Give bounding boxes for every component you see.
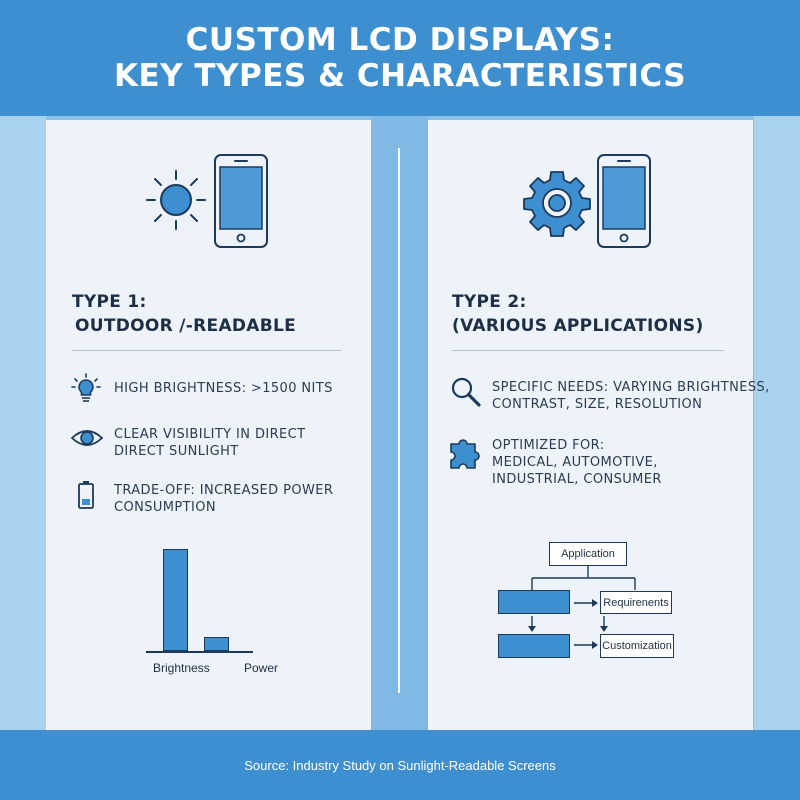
feature-visibility-line1: CLEAR VISIBILITY IN DIRECT [114, 427, 306, 442]
right-separator [452, 350, 724, 351]
type2-name: (VARIOUS APPLICATIONS) [452, 316, 704, 336]
header-banner: CUSTOM LCD DISPLAYS: KEY TYPES & CHARACT… [0, 0, 800, 116]
magnifier-icon [451, 377, 481, 407]
title-line-1: CUSTOM LCD DISPLAYS: [185, 22, 615, 58]
bar-brightness [163, 549, 188, 651]
feature-brightness-line1: HIGH BRIGHTNESS: >1500 NITS [114, 381, 333, 396]
flow-customization-label: Customization [602, 640, 672, 652]
flow-customization-box: Customization [600, 634, 674, 658]
eye-icon [70, 430, 104, 446]
chart-baseline [146, 651, 253, 653]
center-divider-column [371, 116, 429, 730]
center-divider-line [398, 148, 400, 693]
lightbulb-icon [71, 373, 101, 402]
flow-filled-box-2 [498, 634, 570, 658]
flow-filled-box-1 [498, 590, 570, 614]
source-text: Source: Industry Study on Sunlight-Reada… [244, 757, 556, 773]
feature-visibility: CLEAR VISIBILITY IN DIRECT DIRECT SUNLIG… [114, 426, 305, 460]
type1-name: OUTDOOR /-READABLE [75, 316, 297, 336]
type2-label: TYPE 2: [452, 292, 527, 312]
feature-tradeoff: TRADE-OFF: INCREASED POWER CONSUMPTION [114, 482, 333, 516]
right-panel [428, 120, 753, 730]
type1-label: TYPE 1: [72, 292, 147, 312]
sun-icon [146, 170, 206, 230]
category-label-power: Power [244, 661, 279, 675]
flow-application-box: Application [549, 542, 627, 566]
left-panel [46, 120, 371, 730]
feature-optimized-line2: MEDICAL, AUTOMOTIVE, [492, 455, 658, 470]
feature-tradeoff-line2: CONSUMPTION [114, 500, 216, 515]
flow-requirements-label: Requirenents [603, 596, 669, 609]
feature-specific-needs-line2: CONTRAST, SIZE, RESOLUTION [492, 397, 703, 412]
bar-power [204, 637, 229, 651]
smartphone-icon [597, 154, 651, 248]
category-label-brightness: Brightness [153, 661, 210, 675]
feature-optimized-line1: OPTIMIZED FOR: [492, 438, 605, 453]
feature-specific-needs-line1: SPECIFIC NEEDS: VARYING BRIGHTNESS, [492, 380, 770, 395]
right-stripe [754, 116, 800, 730]
feature-visibility-line2: DIRECT SUNLIGHT [114, 444, 239, 459]
feature-optimized: OPTIMIZED FOR: MEDICAL, AUTOMOTIVE, INDU… [492, 437, 662, 488]
gear-icon [523, 171, 591, 237]
feature-specific-needs: SPECIFIC NEEDS: VARYING BRIGHTNESS, CONT… [492, 379, 770, 413]
feature-brightness: HIGH BRIGHTNESS: >1500 NITS [114, 380, 333, 397]
flow-connectors [528, 566, 636, 649]
title-line-2: KEY TYPES & CHARACTERISTICS [113, 58, 687, 94]
left-separator [72, 350, 342, 351]
smartphone-icon [214, 154, 268, 248]
feature-tradeoff-line1: TRADE-OFF: INCREASED POWER [114, 483, 334, 498]
flow-application-label: Application [561, 548, 615, 560]
flow-requirements-box: Requirenents [600, 591, 672, 614]
left-stripe [0, 116, 46, 730]
feature-optimized-line3: INDUSTRIAL, CONSUMER [492, 472, 662, 487]
footer-banner: Source: Industry Study on Sunlight-Reada… [0, 730, 800, 800]
puzzle-icon [450, 439, 480, 469]
battery-icon [78, 481, 94, 509]
